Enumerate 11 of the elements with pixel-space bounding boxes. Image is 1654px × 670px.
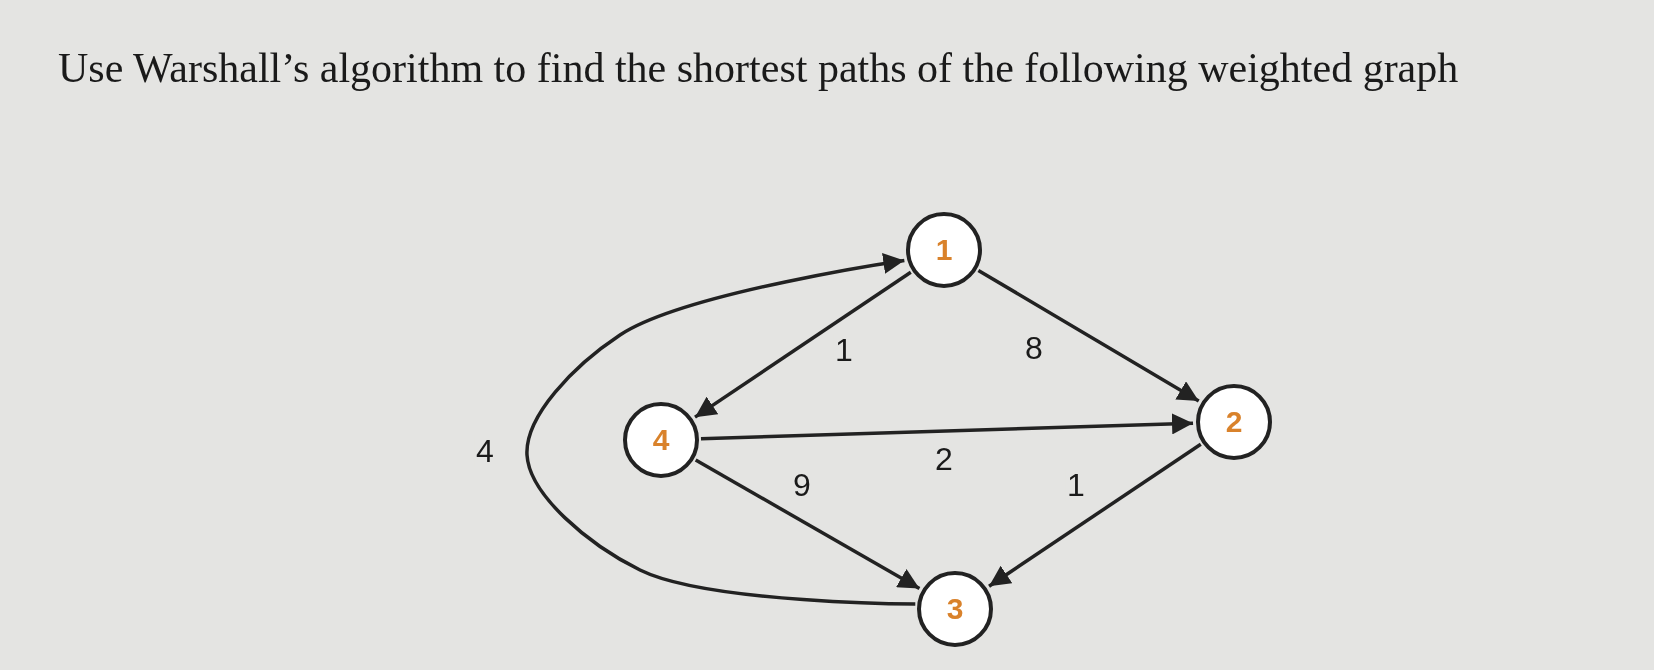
node-label: 2 [1225,405,1243,439]
arrow [694,458,921,591]
arrow [525,253,916,606]
node-label: 1 [935,233,953,267]
arrow [700,413,1194,441]
arrow [977,268,1200,403]
title: Use Warshall’s algorithm to find the shortest paths of the following weighted graph [58,44,1460,93]
node-label: 4 [652,423,670,457]
node-label: 3 [946,592,964,626]
arrow [694,270,912,419]
arrow [988,442,1202,588]
